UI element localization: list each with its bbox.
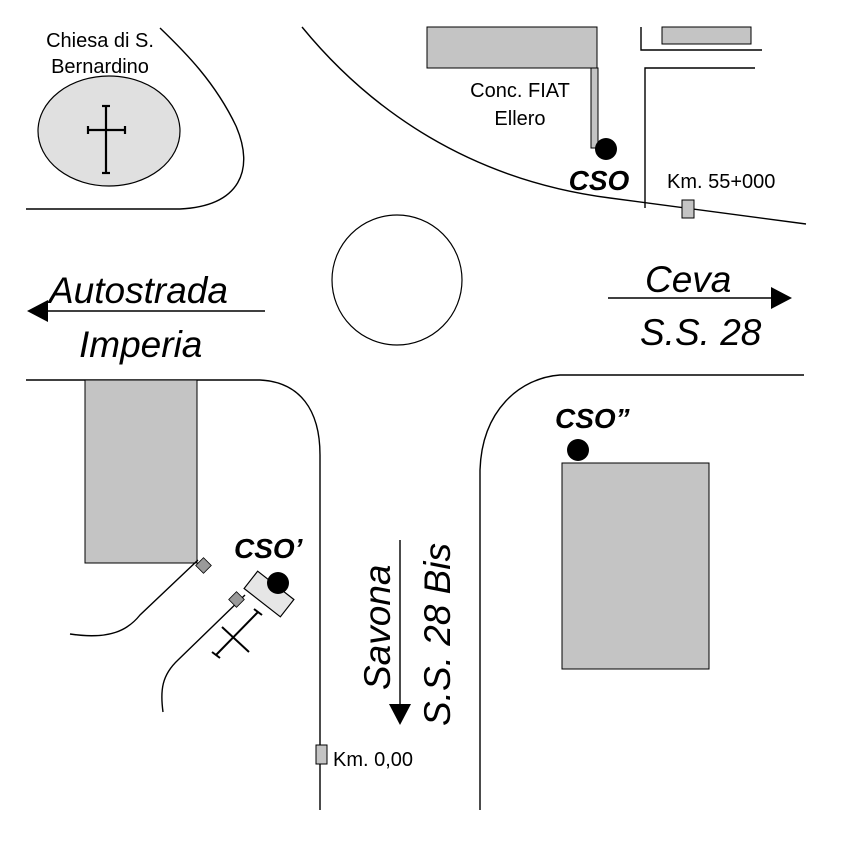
southwest-lane-edge-1 <box>69 559 199 637</box>
arrow-left-icon <box>27 300 48 322</box>
southwest-building <box>84 379 198 564</box>
cso-marker-label: CSO <box>569 165 630 196</box>
road-marker-icon-km0 <box>315 744 328 765</box>
south-direction-label-1: Savona <box>357 565 398 691</box>
dealer-label-line1: Conc. FIAT <box>470 80 570 102</box>
road-marker-icon-sw2 <box>228 591 245 608</box>
dealer-label-line2: Ellero <box>494 108 545 130</box>
southeast-road-edge <box>479 374 804 810</box>
cso-double-marker-label: CSO” <box>555 403 630 434</box>
fiat-dealer-building <box>426 26 598 69</box>
road-marker-icon-sw1 <box>195 557 212 574</box>
arrow-right-icon <box>771 287 792 309</box>
southwest-lane-edge-2 <box>161 594 246 713</box>
location-dot-icon-cso-double <box>567 439 589 461</box>
west-direction-label-1: Autostrada <box>47 270 228 311</box>
location-dot-icon-cso <box>595 138 617 160</box>
church-label-line1: Chiesa di S. <box>46 30 154 52</box>
east-direction-label-1: Ceva <box>645 259 731 300</box>
northeast-building <box>661 26 752 45</box>
south-direction-label-2: S.S. 28 Bis <box>417 543 458 726</box>
southeast-building <box>561 462 710 670</box>
church-label-line2: Bernardino <box>51 56 149 78</box>
location-dot-icon-cso-prime <box>267 572 289 594</box>
east-direction-label-2: S.S. 28 <box>640 312 762 353</box>
km-55-label: Km. 55+000 <box>667 171 775 193</box>
road-marker-icon-km55 <box>681 199 695 219</box>
northern-road-edge <box>301 26 807 225</box>
cso-prime-marker-label: CSO’ <box>234 533 304 564</box>
southwest-road-edge <box>26 379 321 810</box>
church-plot-outline <box>26 27 245 210</box>
arrow-down-icon <box>389 704 411 725</box>
west-direction-label-2: Imperia <box>79 324 202 365</box>
roundabout <box>331 214 463 346</box>
northeast-road-edge-1 <box>640 27 762 51</box>
km-0-label: Km. 0,00 <box>333 749 413 771</box>
cross-icon-small <box>211 608 263 659</box>
dealer-access-path <box>590 67 599 149</box>
northeast-road-edge-2 <box>644 67 755 208</box>
cross-icon <box>86 104 127 175</box>
